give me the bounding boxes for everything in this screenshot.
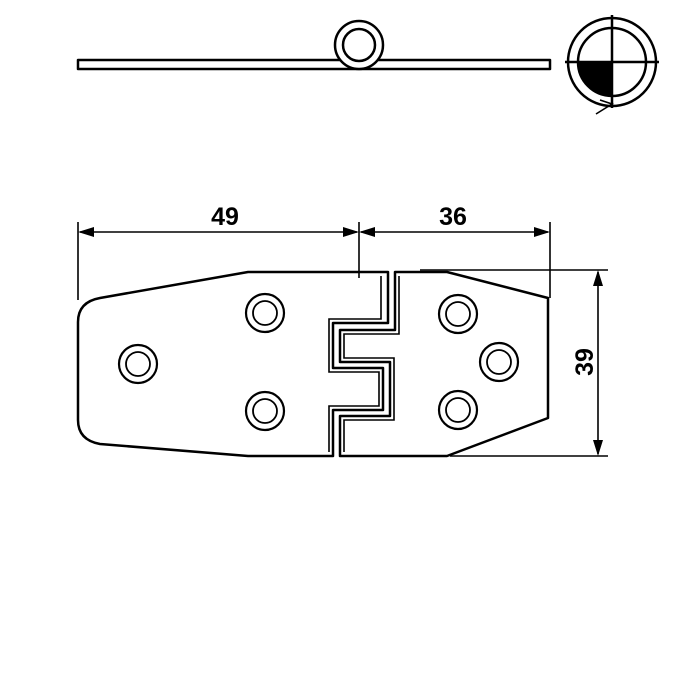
screw-hole bbox=[117, 343, 159, 385]
arrow-36-left bbox=[359, 227, 375, 237]
hinge-left-leaf bbox=[76, 270, 390, 458]
screw-hole bbox=[244, 390, 286, 432]
hinge-left-leaf-inner bbox=[328, 276, 382, 452]
arrow-39-top bbox=[593, 270, 603, 286]
arrow-49-left bbox=[78, 227, 94, 237]
hinge-right-leaf-inner bbox=[343, 276, 400, 452]
hinge-right-leaf bbox=[338, 270, 550, 458]
arrow-39-bottom bbox=[593, 440, 603, 456]
hinge-knuckle-inner bbox=[341, 27, 377, 63]
first-angle-projection-icon bbox=[565, 15, 659, 115]
hinge-side-view bbox=[76, 19, 552, 71]
screw-hole bbox=[244, 292, 286, 334]
arrow-49-right bbox=[343, 227, 359, 237]
dimension-lines bbox=[77, 222, 608, 457]
screw-hole bbox=[437, 389, 479, 431]
dim-label-36: 36 bbox=[439, 203, 467, 231]
screw-hole bbox=[437, 293, 479, 335]
hinge-plate-side bbox=[76, 58, 552, 71]
dim-label-49: 49 bbox=[211, 203, 239, 231]
screw-hole bbox=[478, 341, 520, 383]
dim-label-39: 39 bbox=[571, 348, 599, 376]
screw-holes bbox=[117, 292, 520, 432]
arrow-36-right bbox=[534, 227, 550, 237]
hinge-front-view bbox=[76, 270, 550, 458]
